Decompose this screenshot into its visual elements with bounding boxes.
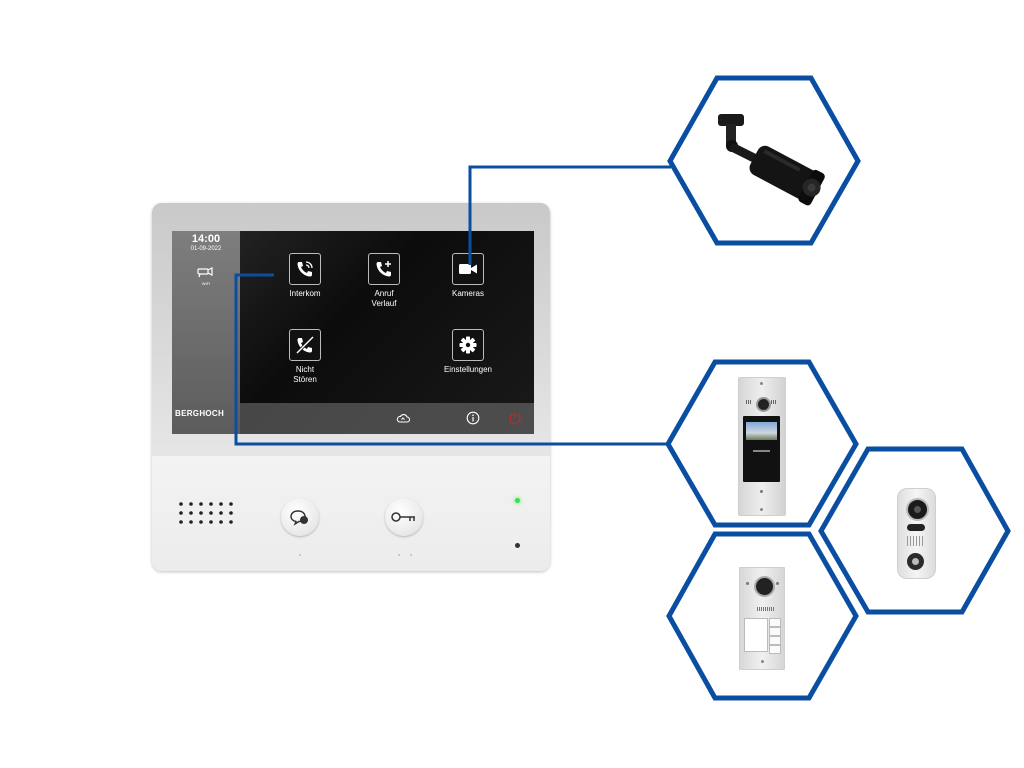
tile-anruf-verlauf-box [368,253,400,285]
tile-kameras[interactable]: Kameras [428,253,508,299]
tile-interkom-box [289,253,321,285]
monitor-lower-panel [152,456,550,571]
tile-anruf-verlauf-label: Anruf Verlauf [371,289,397,308]
cloud-icon[interactable] [396,411,410,425]
screen-bottom-bar [240,403,534,434]
compact-door-station-image [897,488,936,579]
tile-nicht-stoeren-box [289,329,321,361]
screen-sidebar: 14:00 01-09-2022 WIFI BERGHOCH [172,231,240,434]
talk-icon [290,510,308,526]
phone-ringing-icon [297,261,313,277]
tile-interkom-label: Interkom [289,289,321,298]
tile-kameras-label: Kameras [451,289,484,298]
touch-screen: 14:00 01-09-2022 WIFI BERGHOCH Interkom [172,231,534,434]
tile-nicht-stoeren[interactable]: Nicht Stören [265,329,345,385]
wifi-camera-icon [197,267,213,278]
hexagon-flush-station [666,531,859,701]
tile-anruf-verlauf[interactable]: Anruf Verlauf [344,253,424,309]
tile-interkom[interactable]: Interkom [265,253,345,299]
clock-time: 14:00 [191,233,221,245]
flush-door-station-image [739,567,785,670]
talk-button[interactable] [281,498,319,536]
tile-einstellungen-label: Einstellungen [443,365,493,374]
hexagon-tall-station [665,359,859,528]
power-icon[interactable] [508,411,522,425]
info-icon[interactable] [466,411,480,425]
key-icon [391,512,415,522]
door-key-button[interactable] [385,498,423,536]
video-camera-icon [459,264,477,274]
hexagon-compact-station [818,446,1011,615]
brand-logo: BERGHOCH [175,409,225,418]
clock-date: 01-09-2022 [190,246,222,252]
status-led-off [515,543,520,548]
tall-door-station-image [738,377,786,516]
hexagon-camera [667,75,861,246]
indicator-dot [398,554,400,556]
indicator-dot [410,554,412,556]
tile-einstellungen[interactable]: Einstellungen [428,329,508,375]
bullet-camera-image [718,114,825,206]
gear-icon [459,336,477,354]
speaker-grille [179,502,233,524]
wifi-label: WIFI [201,281,211,286]
tile-einstellungen-box [452,329,484,361]
tile-nicht-stoeren-label: Nicht Stören [293,365,317,384]
phone-add-icon [376,261,391,277]
indicator-dot [299,554,301,556]
status-led-green [515,498,520,503]
indoor-monitor: 14:00 01-09-2022 WIFI BERGHOCH Interkom [152,203,550,571]
phone-muted-icon [296,336,314,354]
tile-kameras-box [452,253,484,285]
